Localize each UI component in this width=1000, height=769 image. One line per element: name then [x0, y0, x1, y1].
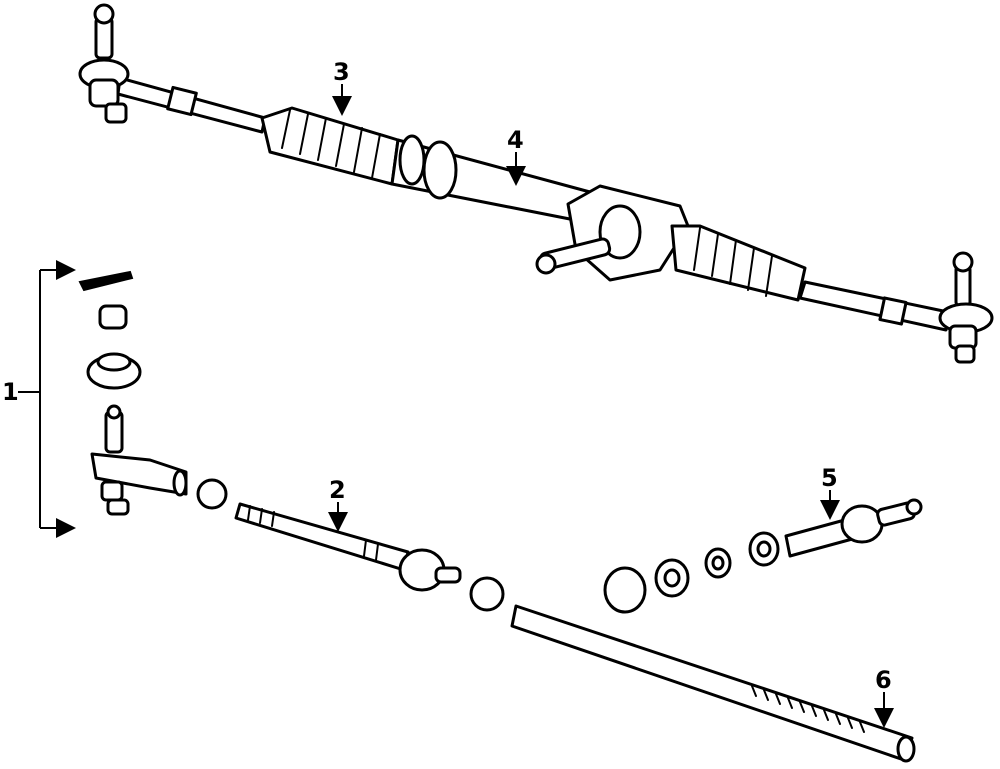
castle-nut — [98, 304, 128, 330]
rack — [510, 604, 916, 763]
callout-2: 2 — [329, 476, 346, 504]
inner-tie-rod — [234, 502, 462, 592]
jam-nut — [196, 478, 228, 510]
upper-right-boot — [670, 224, 807, 302]
pinion-housing — [535, 184, 690, 282]
pinion-parts — [603, 531, 780, 614]
pinion-shaft — [784, 498, 923, 558]
rack-housing-tube — [390, 134, 592, 224]
callout-5: 5 — [821, 464, 838, 492]
outer-tie-rod-end — [90, 404, 188, 516]
upper-left-boot — [260, 106, 400, 186]
pinion-bearing — [603, 566, 647, 614]
callout-3: 3 — [333, 58, 350, 86]
rack-and-pinion-assembly — [78, 3, 994, 364]
upper-right-tie-rod — [798, 280, 950, 332]
upper-right-tie-rod-end — [938, 251, 994, 364]
upper-left-tie-rod-end — [78, 3, 130, 124]
callout-1-bracket — [18, 260, 76, 538]
dust-seal — [86, 352, 142, 390]
callout-4: 4 — [507, 126, 524, 154]
upper-left-tie-rod — [116, 76, 267, 134]
rack-bushing — [469, 576, 505, 612]
tie-rod-end-kit — [78, 270, 142, 390]
callout-1: 1 — [2, 378, 19, 406]
callout-6: 6 — [875, 666, 892, 694]
cotter-pin — [78, 270, 134, 292]
